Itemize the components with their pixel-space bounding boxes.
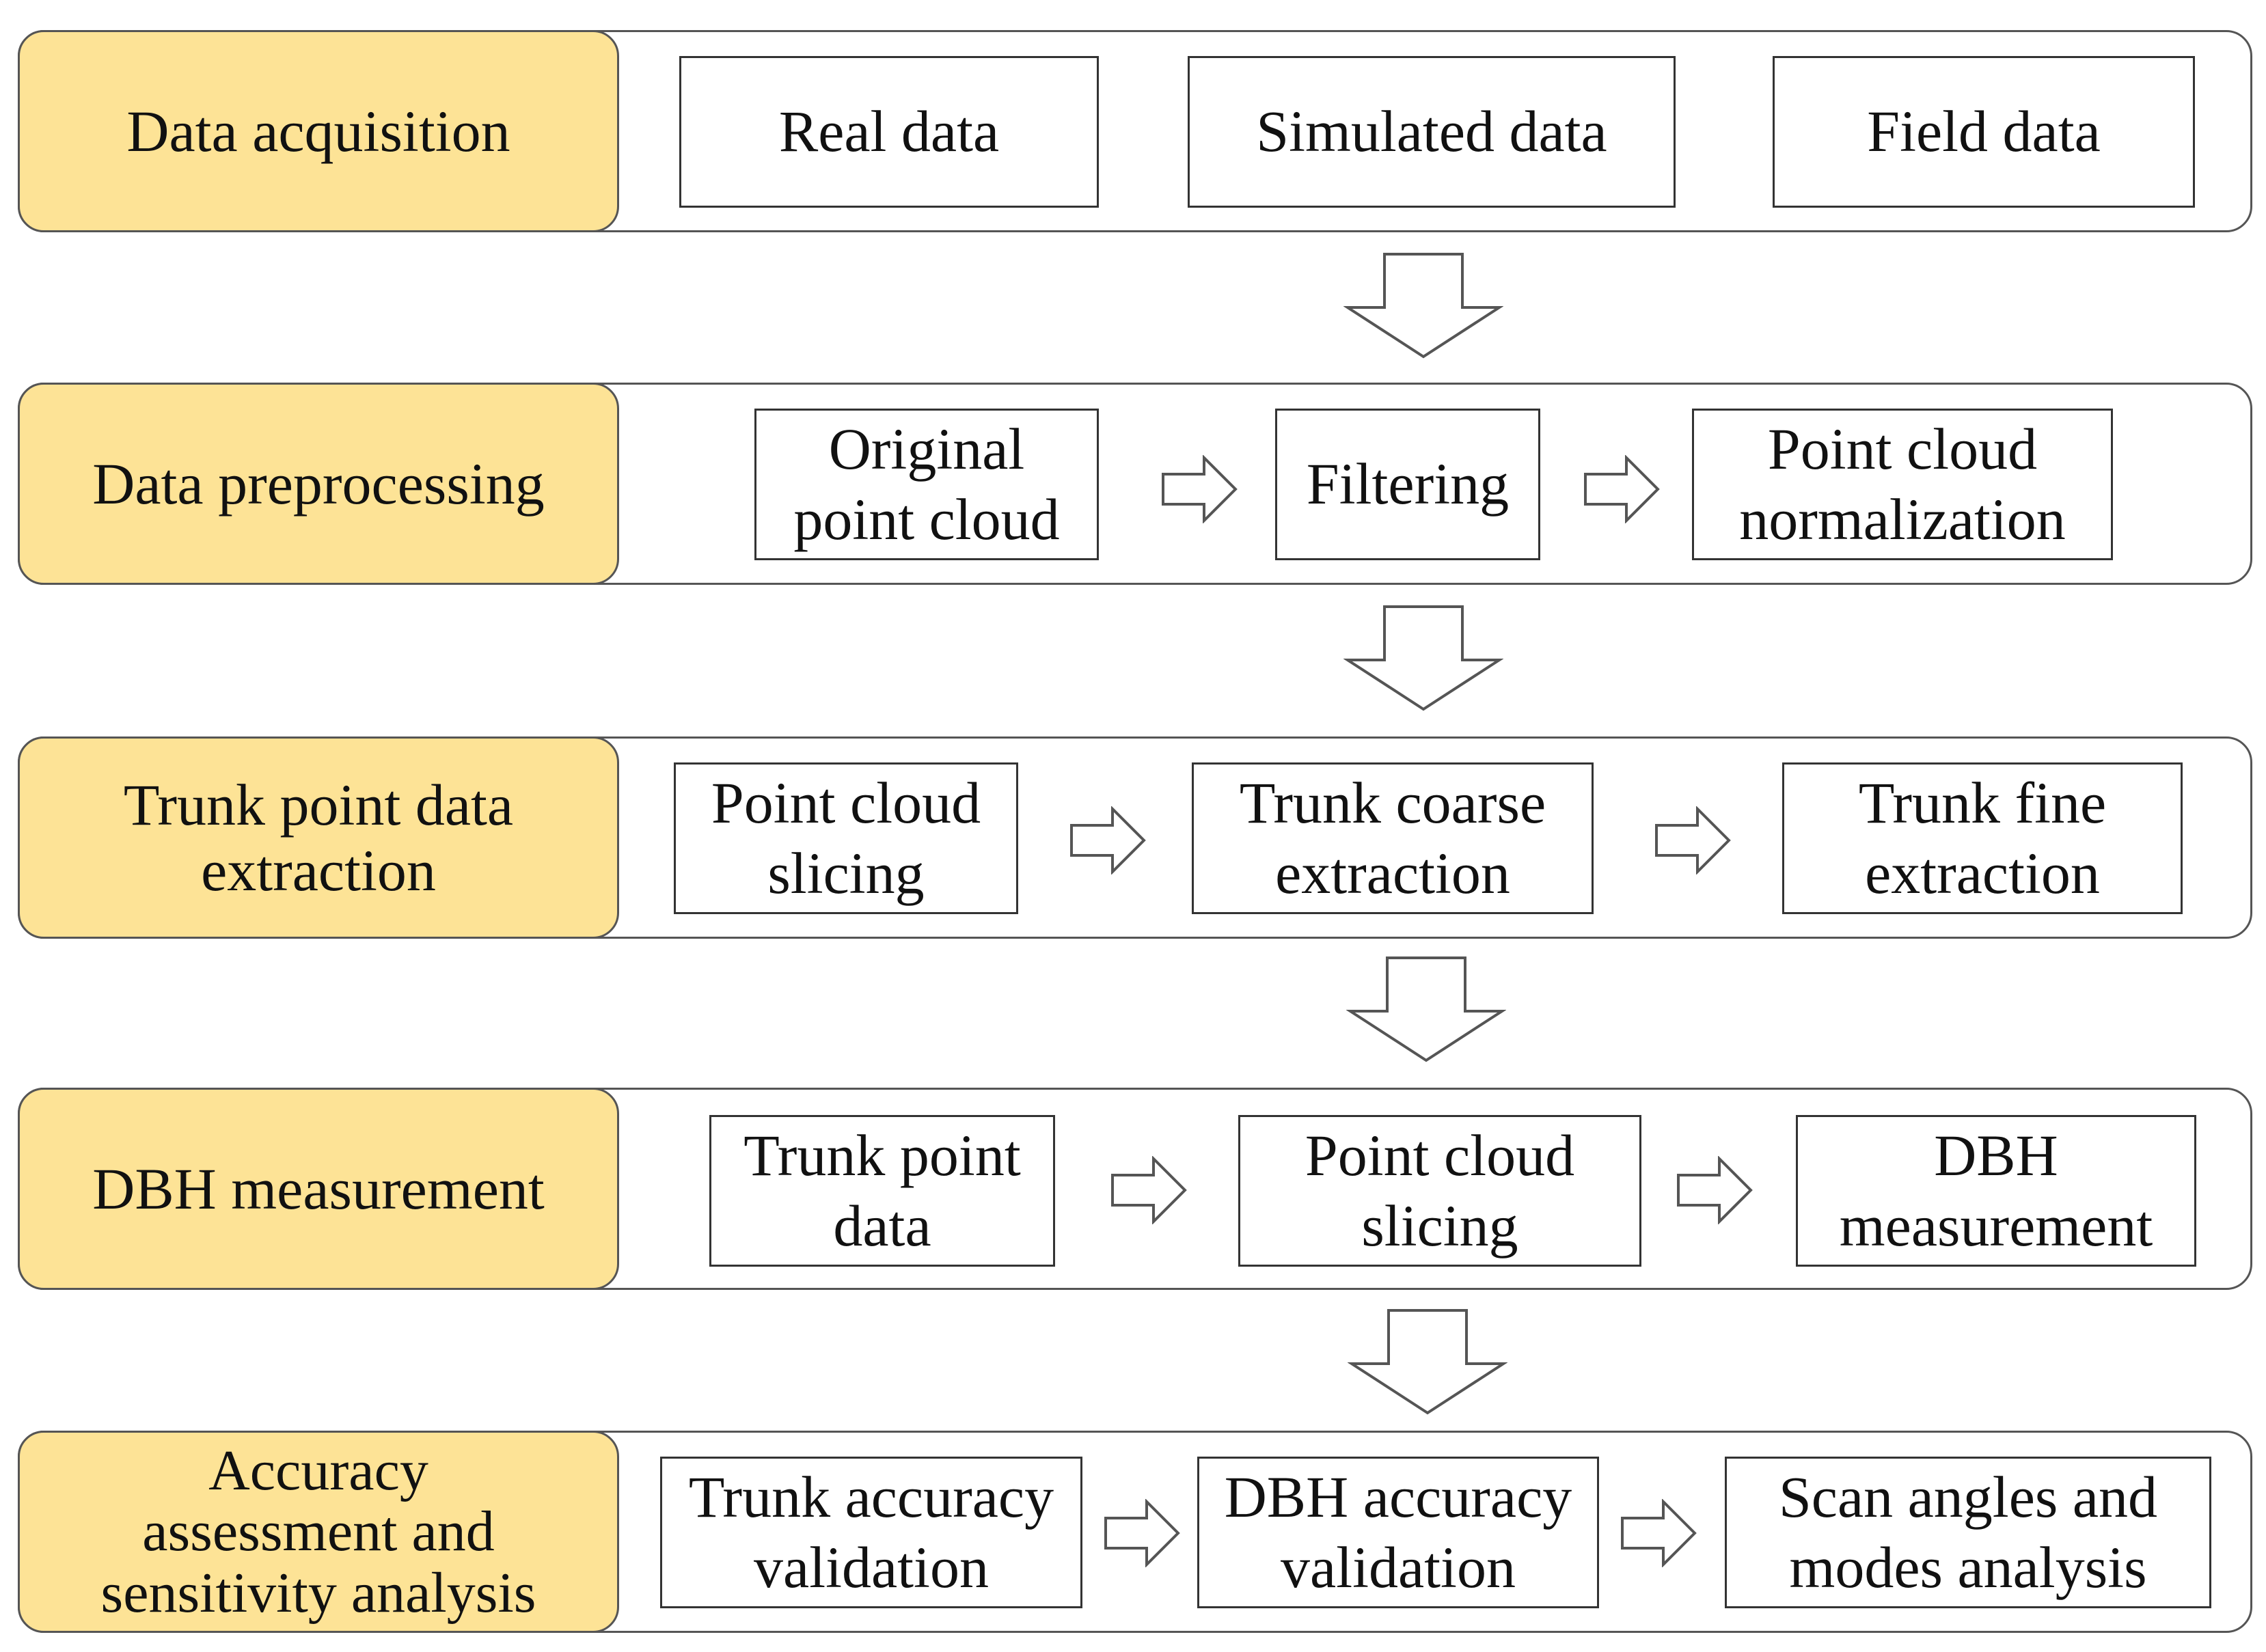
step-text: Point cloud slicing [711,769,981,906]
step-field-data: Field data [1773,56,2195,208]
down-arrow-icon [1348,1309,1507,1415]
step-real-data: Real data [679,56,1099,208]
step-point-cloud-slicing: Point cloud slicing [674,762,1018,914]
step-text: Trunk fine extraction [1858,769,2107,906]
step-text: DBH measurement [1839,1122,2153,1258]
step-text: Scan angles and modes analysis [1778,1463,2158,1600]
stage-label-trunk-point-data-extraction: Trunk point data extraction [18,736,619,939]
step-scan-angles-modes-analysis: Scan angles and modes analysis [1725,1457,2211,1608]
step-point-cloud-slicing-dbh: Point cloud slicing [1238,1115,1641,1267]
step-text: Trunk accuracy validation [688,1463,1054,1600]
step-trunk-accuracy-validation: Trunk accuracy validation [660,1457,1082,1608]
stage-label-dbh-measurement: DBH measurement [18,1088,619,1290]
stage-label-text: Trunk point data extraction [123,771,514,903]
step-text: Original point cloud [793,415,1060,552]
step-trunk-coarse-extraction: Trunk coarse extraction [1192,762,1594,914]
step-dbh-accuracy-validation: DBH accuracy validation [1197,1457,1599,1608]
step-simulated-data: Simulated data [1188,56,1676,208]
right-arrow-icon [1584,455,1660,523]
step-text: Point cloud slicing [1305,1122,1575,1258]
stage-label-data-acquisition: Data acquisition [18,30,619,232]
step-dbh-measurement: DBH measurement [1796,1115,2196,1267]
right-arrow-icon [1111,1156,1187,1224]
step-text: Filtering [1306,451,1510,517]
stage-label-text: Accuracy assessment and sensitivity anal… [100,1439,536,1625]
right-arrow-icon [1070,806,1146,875]
down-arrow-icon [1346,956,1506,1062]
stage-label-data-preprocessing: Data preprocessing [18,383,619,585]
right-arrow-icon [1621,1499,1697,1567]
step-text: Point cloud normalization [1739,415,2066,552]
down-arrow-icon [1343,253,1503,359]
step-text: Simulated data [1256,98,1607,165]
stage-label-text: DBH measurement [92,1155,545,1222]
right-arrow-icon [1104,1499,1180,1567]
stage-label-text: Data preprocessing [92,450,545,517]
step-text: Trunk coarse extraction [1239,769,1546,906]
stage-label-text: Data acquisition [126,98,510,164]
step-text: DBH accuracy validation [1224,1463,1572,1600]
right-arrow-icon [1162,455,1238,523]
step-text: Real data [778,98,1000,165]
step-filtering: Filtering [1275,409,1540,560]
step-point-cloud-normalization: Point cloud normalization [1692,409,2113,560]
step-text: Trunk point data [743,1122,1021,1258]
right-arrow-icon [1655,806,1731,875]
step-trunk-fine-extraction: Trunk fine extraction [1782,762,2183,914]
stage-label-accuracy-assessment: Accuracy assessment and sensitivity anal… [18,1431,619,1633]
step-text: Field data [1867,98,2101,165]
step-original-point-cloud: Original point cloud [754,409,1099,560]
step-trunk-point-data: Trunk point data [709,1115,1055,1267]
right-arrow-icon [1677,1156,1753,1224]
down-arrow-icon [1343,605,1503,711]
